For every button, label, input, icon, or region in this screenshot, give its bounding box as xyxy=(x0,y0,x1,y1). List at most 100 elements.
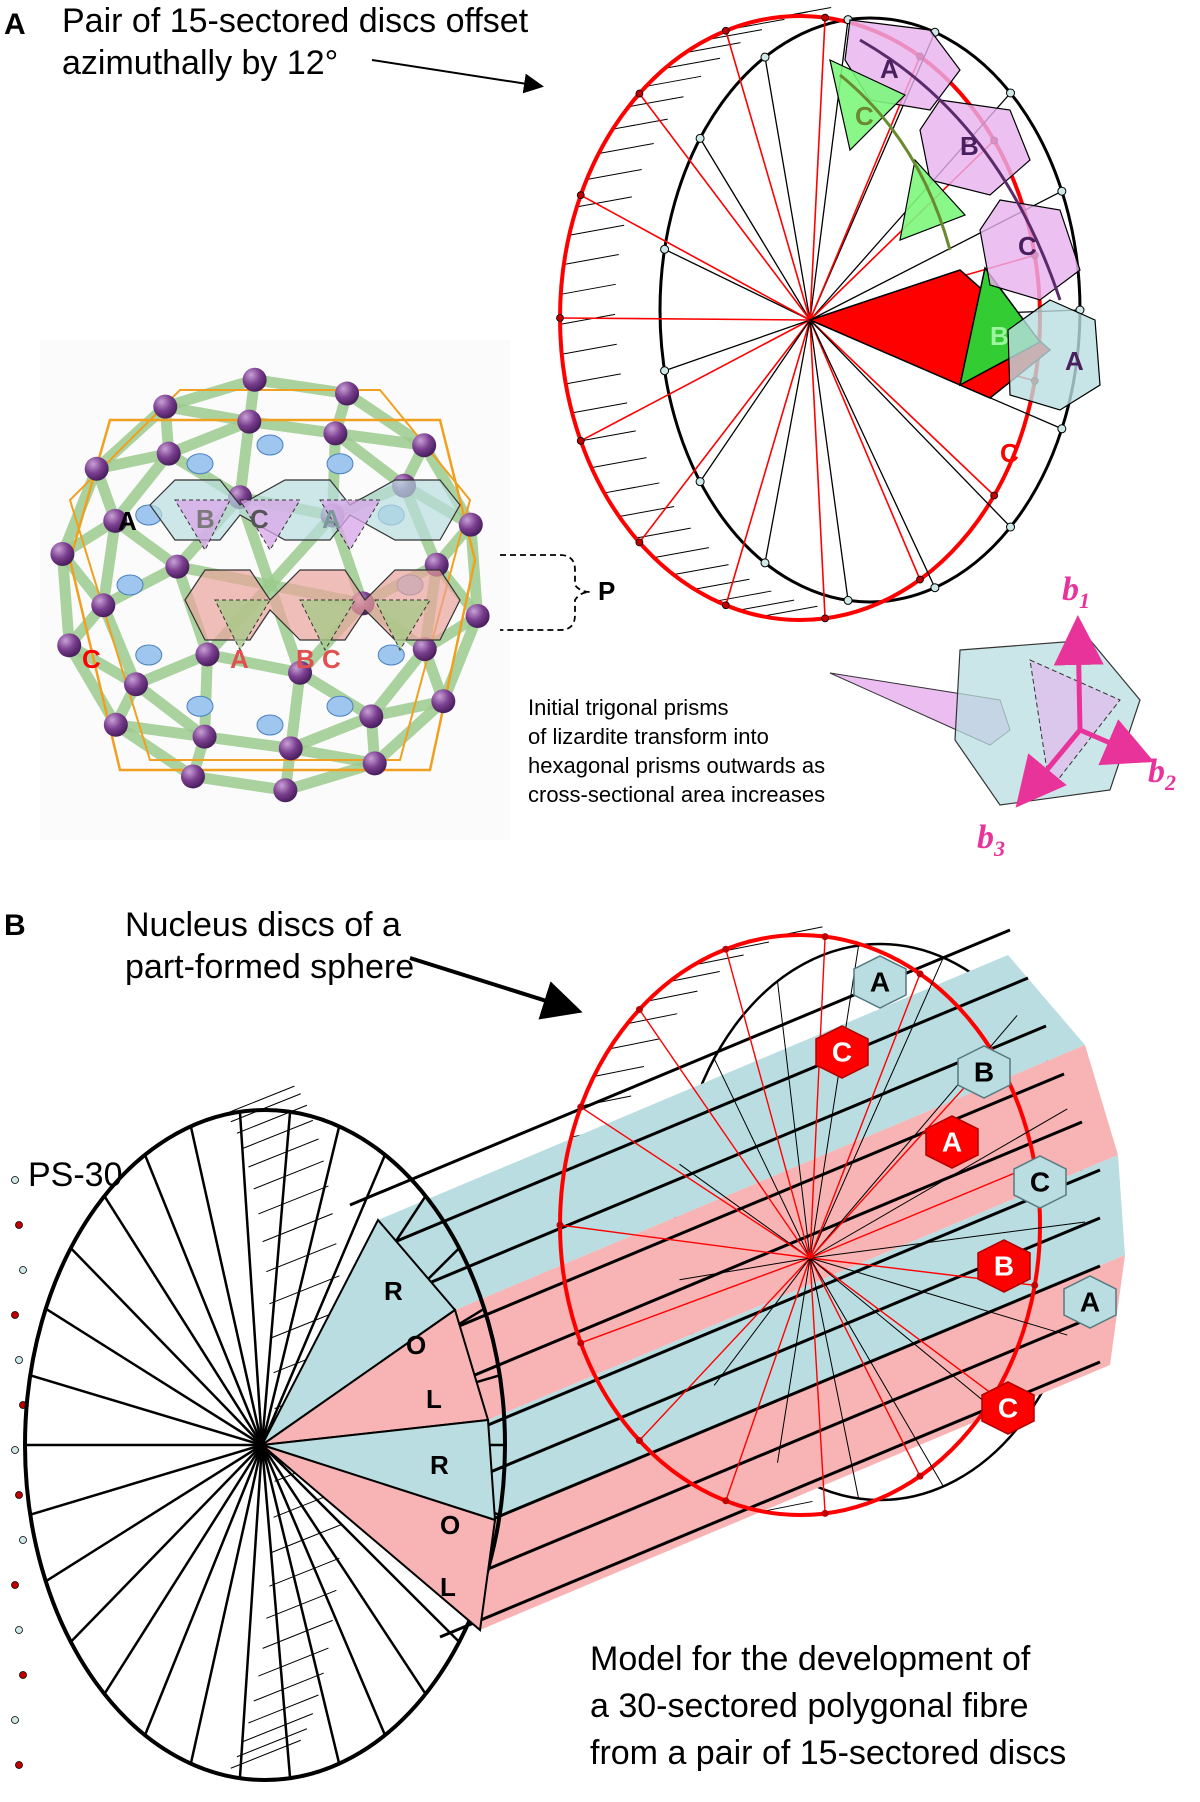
cage-bond xyxy=(130,648,213,690)
ps30-spoke xyxy=(260,1444,387,1736)
purple-atom xyxy=(242,367,267,392)
fibre-edge-line xyxy=(439,1168,1101,1447)
nucleus-red-spoke xyxy=(559,1224,811,1259)
ps30-spoke xyxy=(238,1444,264,1779)
nucleus-red-spoke xyxy=(809,1257,921,1477)
arc-label-c: C xyxy=(1018,231,1037,261)
rim-letter-3: L xyxy=(426,1384,442,1414)
ps30-hatch xyxy=(262,1619,333,1649)
ps30-spoke xyxy=(103,1195,264,1446)
red-spoke xyxy=(809,319,995,497)
purple-atom xyxy=(103,508,128,533)
hex-label-2: C xyxy=(832,1037,852,1068)
hatch-line xyxy=(665,57,721,69)
vector-b3: b3 xyxy=(977,819,1005,861)
fibre-band xyxy=(378,955,1085,1310)
black-spoke xyxy=(664,248,811,321)
purple-atom xyxy=(237,409,262,434)
nucleus-red-node xyxy=(722,945,730,953)
black-spoke xyxy=(764,319,811,563)
nucleus-black-spoke xyxy=(809,1257,1068,1336)
blue-site xyxy=(186,453,214,475)
blue-site xyxy=(256,434,284,456)
purple-atom xyxy=(195,642,220,667)
nucleus-black-spoke xyxy=(809,1257,860,1499)
ps30-disc: R O L R O L xyxy=(11,1085,507,1782)
ps30-spoke xyxy=(260,1126,341,1446)
cage-bond xyxy=(110,719,199,782)
sphere-label-bottom-a: A xyxy=(230,644,249,674)
ps30-spoke xyxy=(189,1444,264,1764)
rim-node xyxy=(760,558,770,568)
fullerene-sphere: A B C A A B C C P xyxy=(40,340,615,840)
ps30-node xyxy=(11,1716,19,1724)
ps30-node xyxy=(15,1626,23,1634)
ps30-spoke xyxy=(45,1443,263,1583)
caption-pointer-arrow xyxy=(371,59,544,94)
purple-atom xyxy=(165,554,190,579)
orange-frame-2 xyxy=(68,389,472,761)
hex-label-5: C xyxy=(1030,1167,1050,1198)
ps30-spoke xyxy=(143,1444,264,1736)
purple-atom xyxy=(103,712,128,737)
panel-a-caption-line2: azimuthally by 12° xyxy=(62,44,338,82)
nucleus-black-spoke xyxy=(777,1257,811,1463)
purple-atom xyxy=(323,421,348,446)
hatch-line xyxy=(563,254,619,266)
cage-bond xyxy=(56,548,75,651)
ps30-hatch xyxy=(230,1739,301,1769)
sphere-label-top-b: B xyxy=(196,504,215,534)
red-spoke xyxy=(559,317,811,321)
purple-atom xyxy=(278,736,303,761)
model-caption-line3: from a pair of 15-sectored discs xyxy=(590,1734,1066,1772)
blue-site xyxy=(377,644,405,666)
blue-hex-prism xyxy=(1013,1155,1067,1209)
cage-bond xyxy=(109,448,175,527)
nucleus-hatch xyxy=(609,1038,660,1050)
sphere-label-bottom-b: B xyxy=(296,644,315,674)
ps30-hatch xyxy=(258,1185,329,1215)
red-spoke xyxy=(638,93,811,321)
red-spoke xyxy=(638,319,811,543)
black-spoke xyxy=(809,319,936,588)
blue-site xyxy=(116,574,144,596)
ps30-hatch xyxy=(224,1085,295,1115)
nucleus-red-spoke xyxy=(725,1257,811,1502)
cage-bond xyxy=(285,667,306,754)
nucleus-red-spoke xyxy=(809,936,826,1259)
rim-node xyxy=(695,133,705,143)
hex-label-6: B xyxy=(994,1251,1014,1282)
pink-hex-prism-b xyxy=(919,99,1031,196)
ps30-hatch xyxy=(271,1523,343,1553)
blue-site xyxy=(326,453,354,475)
model-caption-line1: Model for the development of xyxy=(590,1640,1031,1678)
red-rim-node xyxy=(556,314,564,322)
purple-atom xyxy=(180,764,205,789)
rim-letter-1: R xyxy=(384,1276,403,1306)
fibre-band xyxy=(480,1255,1125,1630)
nucleus-red-node xyxy=(722,1497,730,1505)
purple-atom xyxy=(362,751,387,776)
upper-pink-triangle-a xyxy=(319,499,381,551)
hex-label-8: C xyxy=(998,1393,1018,1424)
ps30-spoke xyxy=(189,1126,264,1446)
purple-atom xyxy=(192,724,217,749)
nucleus-red-node xyxy=(635,1437,643,1445)
cage-bond xyxy=(365,695,449,722)
hatch-line xyxy=(576,196,632,208)
red-rim-node xyxy=(635,538,644,547)
cage-bond xyxy=(234,416,255,503)
rim-node xyxy=(1057,186,1067,196)
purple-atom xyxy=(156,441,181,466)
ps30-node xyxy=(19,1536,27,1544)
nucleus-red-node xyxy=(916,970,924,978)
vector-b1: b1 xyxy=(1062,571,1090,613)
red-spoke xyxy=(809,17,826,321)
cage-bond xyxy=(159,374,261,413)
red-rim-node xyxy=(721,26,730,35)
ps30-hatching xyxy=(11,1085,346,1769)
rim-node xyxy=(660,366,670,376)
nucleus-red-node xyxy=(821,1509,829,1517)
red-rim-node xyxy=(576,191,585,200)
pink-hex-prism-c xyxy=(979,199,1081,301)
